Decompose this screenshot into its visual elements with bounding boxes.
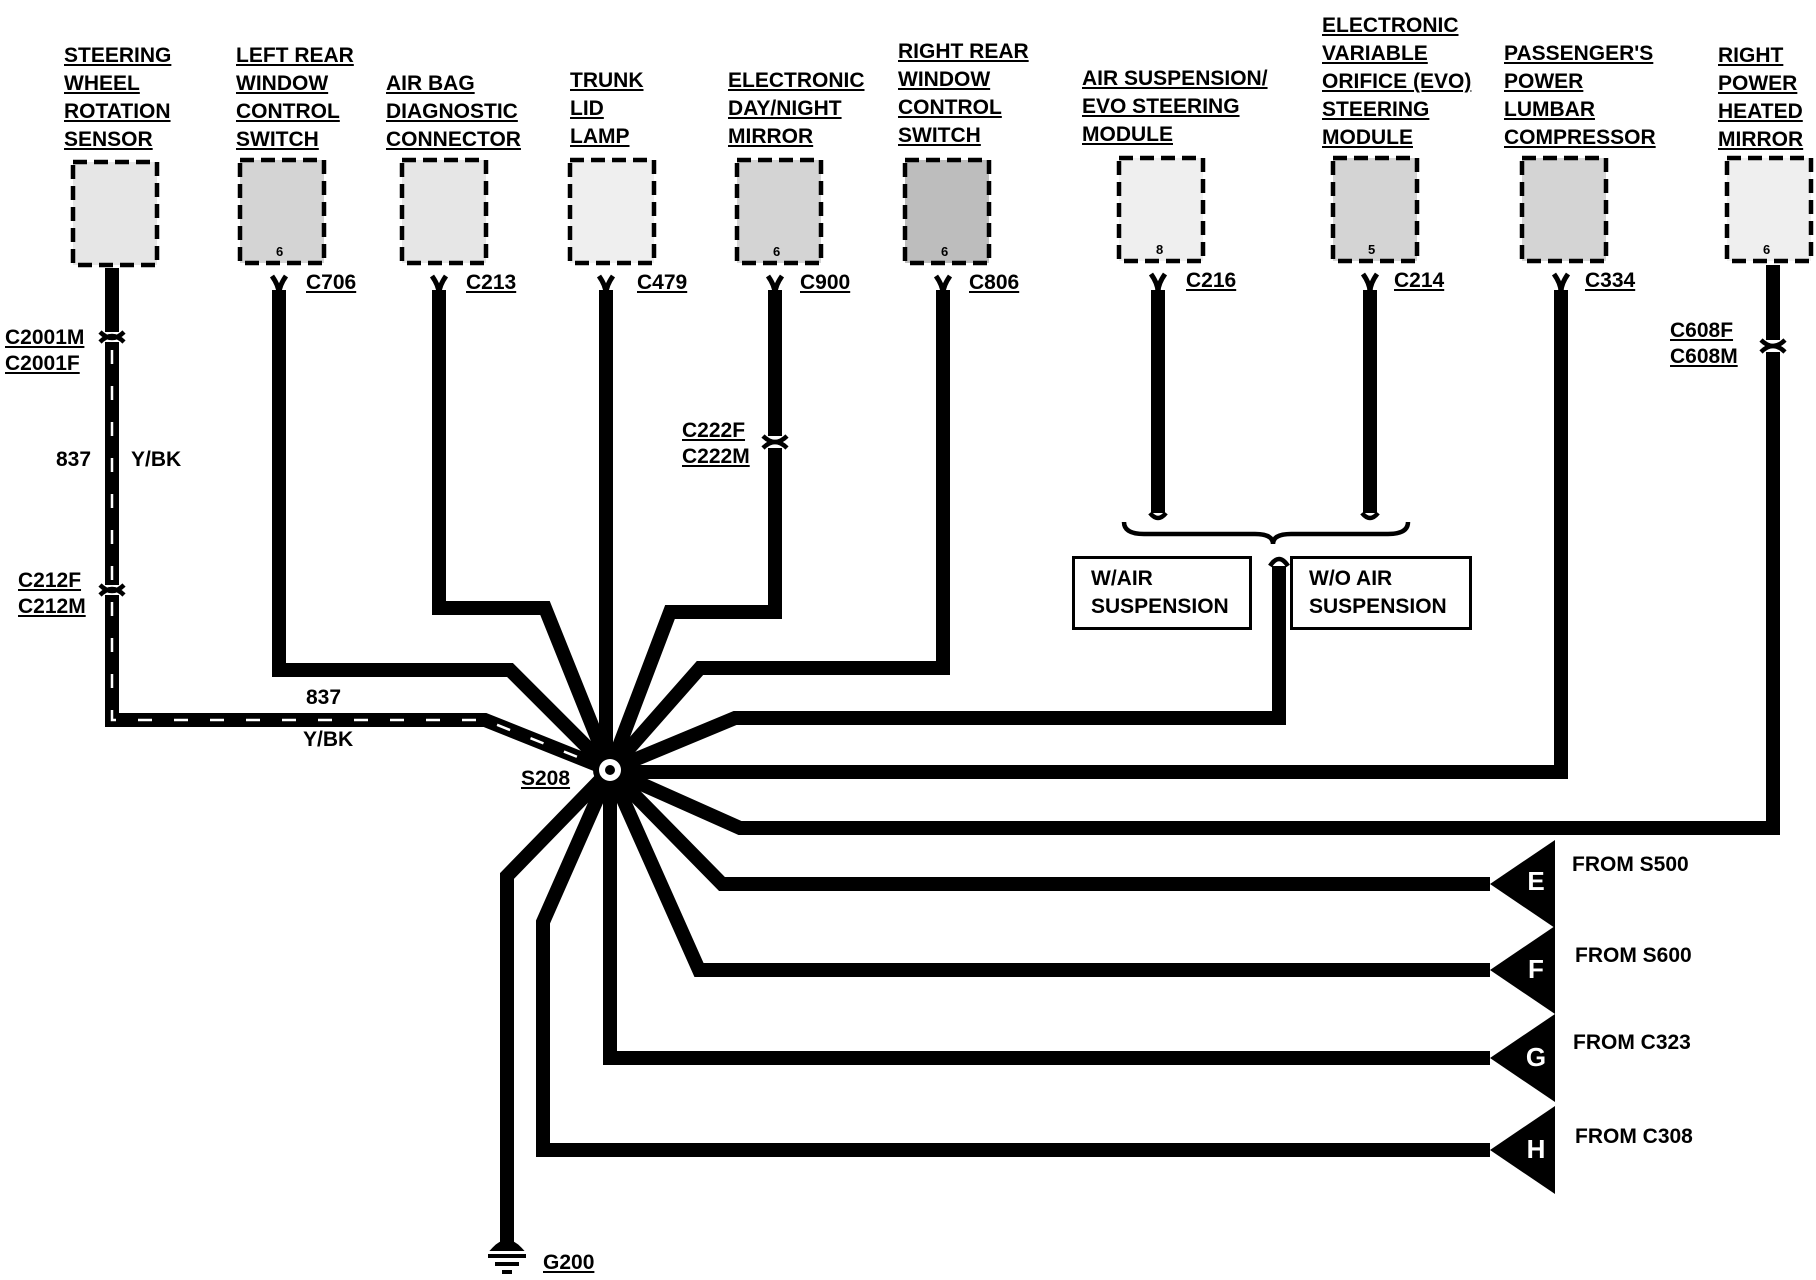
arrow-text-from-c323: FROM C323 <box>1573 1031 1691 1054</box>
connector-c213: C213 <box>466 271 517 294</box>
arrow-letter-e: E <box>1527 866 1545 896</box>
label-left-rear-switch: LEFT REAR WINDOW CONTROL SWITCH <box>236 44 354 151</box>
option-without-air-suspension: W/O AIR SUSPENSION <box>1290 556 1472 630</box>
inline-connector-c222: C222F C222M <box>682 419 750 468</box>
option-bracket <box>1121 511 1411 568</box>
inline-connector-c2001: C2001M C2001F <box>5 326 85 375</box>
wire-circuit-number-vertical: 837 <box>56 448 92 471</box>
ground-label: G200 <box>543 1251 595 1274</box>
connector-c216: C216 <box>1186 269 1237 292</box>
pin-evo-module: 5 <box>1368 242 1376 257</box>
arrow-f <box>1490 926 1555 1014</box>
arrow-letter-g: G <box>1525 1042 1547 1072</box>
inline-connector-c608: C608F C608M <box>1670 319 1738 368</box>
label-evo-module: ELECTRONIC VARIABLE ORIFICE (EVO) STEERI… <box>1322 14 1472 149</box>
label-air-bag-connector: AIR BAG DIAGNOSTIC CONNECTOR <box>386 72 521 151</box>
wire-837-stripe <box>110 350 601 768</box>
arrow-text-from-s500: FROM S500 <box>1572 853 1689 876</box>
wire-circuit-number-horizontal: 837 <box>306 686 342 709</box>
connector-c706: C706 <box>306 271 357 294</box>
component-box-left-rear-switch <box>237 157 327 266</box>
pin-right-rear-switch: 6 <box>941 244 949 259</box>
arrow-text-from-c308: FROM C308 <box>1575 1125 1693 1148</box>
pin-air-suspension-module: 8 <box>1156 242 1164 257</box>
label-heated-mirror: RIGHT POWER HEATED MIRROR <box>1718 44 1804 151</box>
label-right-rear-switch: RIGHT REAR WINDOW CONTROL SWITCH <box>898 40 1029 147</box>
component-box-day-night-mirror <box>734 157 824 266</box>
component-box-lumbar-compressor <box>1519 155 1609 264</box>
component-box-air-bag-connector <box>399 157 489 266</box>
connector-c334: C334 <box>1585 269 1636 292</box>
arrow-letter-h: H <box>1526 1134 1546 1164</box>
component-box-trunk-lid-lamp <box>567 157 657 266</box>
component-box-right-rear-switch <box>902 157 992 266</box>
wire-color-horizontal: Y/BK <box>303 728 354 751</box>
component-box-heated-mirror <box>1724 155 1814 264</box>
connector-c900: C900 <box>800 271 851 294</box>
label-air-suspension-module: AIR SUSPENSION/ EVO STEERING MODULE <box>1082 67 1268 146</box>
label-steering-sensor: STEERING WHEEL ROTATION SENSOR <box>64 44 172 151</box>
arrow-g <box>1490 1014 1555 1102</box>
component-box-evo-module <box>1330 155 1420 264</box>
ground-symbol-g200 <box>488 1240 526 1274</box>
arrow-text-from-s600: FROM S600 <box>1575 944 1692 967</box>
splice-s208-dot <box>605 765 615 775</box>
inline-connector-marks <box>98 330 1787 597</box>
component-box-steering-sensor <box>70 159 160 268</box>
pin-left-rear-switch: 6 <box>276 244 284 259</box>
arrow-h <box>1490 1106 1555 1194</box>
option-with-air-suspension: W/AIR SUSPENSION <box>1072 556 1252 630</box>
pin-day-night-mirror: 6 <box>773 244 781 259</box>
wire-color-vertical: Y/BK <box>131 448 182 471</box>
component-box-air-suspension-module <box>1116 155 1206 264</box>
inline-connector-c212: C212F C212M <box>18 569 86 618</box>
splice-label: S208 <box>521 767 571 790</box>
arrow-e <box>1490 840 1555 928</box>
label-day-night-mirror: ELECTRONIC DAY/NIGHT MIRROR <box>728 69 865 148</box>
splice-wires <box>272 265 1780 1248</box>
arrow-letter-f: F <box>1528 954 1544 984</box>
connector-c479: C479 <box>637 271 688 294</box>
pin-heated-mirror: 6 <box>1763 242 1771 257</box>
connector-c806: C806 <box>969 271 1020 294</box>
label-lumbar-compressor: PASSENGER'S POWER LUMBAR COMPRESSOR <box>1504 42 1656 149</box>
connector-c214: C214 <box>1394 269 1445 292</box>
label-trunk-lid-lamp: TRUNK LID LAMP <box>570 69 644 148</box>
